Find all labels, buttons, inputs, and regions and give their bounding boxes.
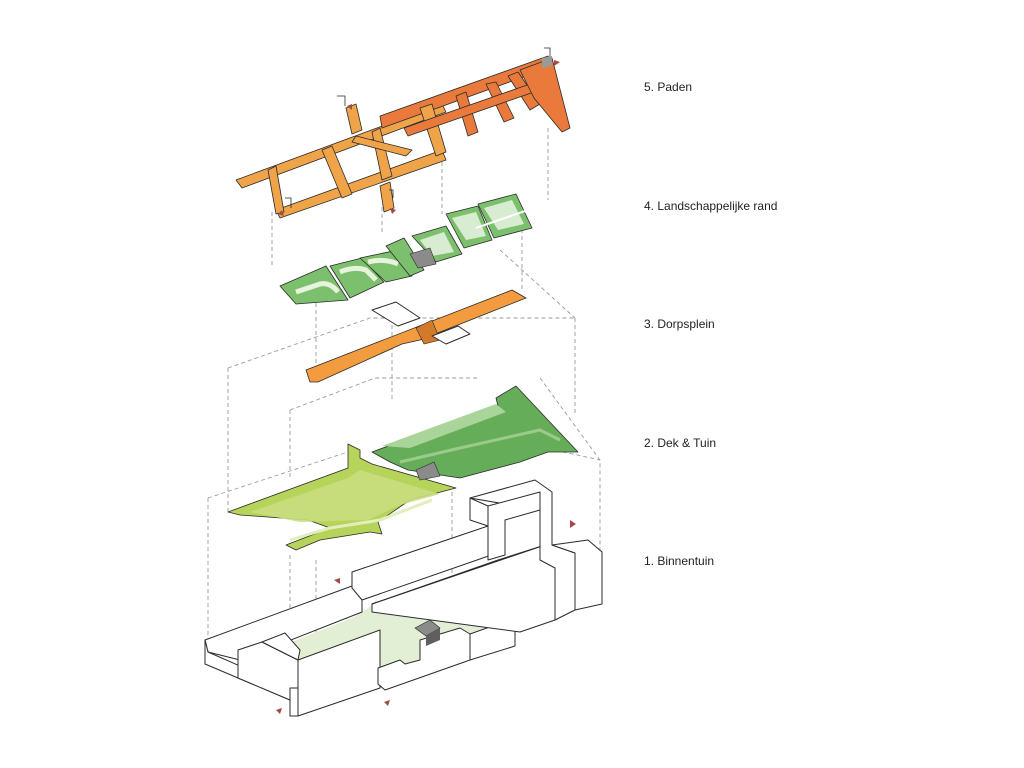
middle-block: [377, 627, 471, 691]
path-connector: [371, 127, 393, 181]
viewpoint-marker: [347, 104, 352, 110]
viewpoint-marker: [554, 60, 560, 66]
path-connector: [267, 165, 285, 215]
path-connector: [321, 145, 353, 199]
layer-1-binnentuin: [204, 479, 603, 717]
village-square: [305, 289, 527, 383]
viewpoint-marker: [276, 708, 282, 714]
viewpoint-marker: [334, 578, 340, 584]
layer-3-dorpsplein: [305, 289, 527, 383]
layer-2-dek-en-tuin: [227, 385, 579, 551]
layer-label-paden: 5. Paden: [644, 80, 693, 94]
layer-5-paden: [235, 47, 571, 219]
layer-4-landschappelijke-rand: [279, 193, 533, 305]
path-connector: [419, 103, 447, 157]
viewpoint-marker: [384, 700, 390, 706]
path-connector: [351, 135, 413, 157]
viewpoint-marker: [570, 520, 576, 528]
viewpoint-marker: [390, 208, 396, 214]
viewpoint-markers: [276, 60, 576, 714]
layer-label-landschappelijke-rand: 4. Landschappelijke rand: [644, 199, 778, 213]
layer-label-dorpsplein: 3. Dorpsplein: [644, 317, 715, 331]
layer-label-dek-en-tuin: 2. Dek & Tuin: [644, 436, 717, 450]
viewpoint-marker: [278, 210, 284, 216]
layer-label-binnentuin: 1. Binnentuin: [644, 554, 715, 568]
landscape-panel: [385, 237, 425, 277]
path-spine-west: [235, 103, 447, 189]
